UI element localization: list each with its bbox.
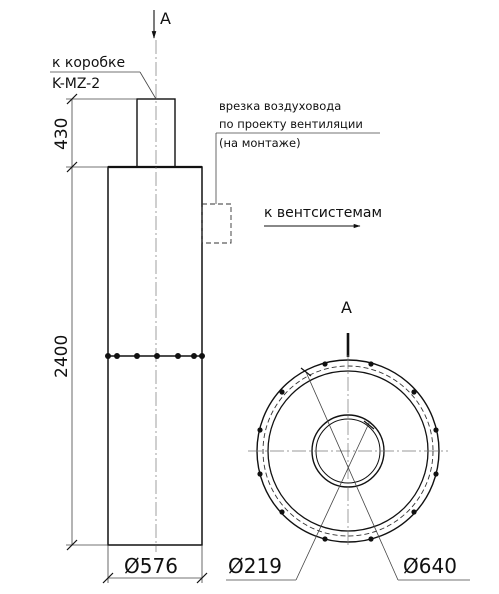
duct-note-line3: (на монтаже)	[219, 136, 301, 150]
view-a-label: A	[341, 298, 352, 317]
side-view: A к коробке K-MZ-2 врезка воздуховода по…	[50, 9, 382, 584]
ring-bolts	[257, 361, 439, 542]
bolt	[114, 353, 120, 359]
bolt	[368, 361, 374, 367]
to-box-line2: K-MZ-2	[52, 76, 100, 92]
section-marker-label: A	[160, 9, 171, 28]
duct-note-line1: врезка воздуховода	[219, 99, 341, 113]
dim-main-height: 2400	[52, 335, 72, 378]
bolt	[105, 353, 111, 359]
dim-diameter-inner: Ø219	[228, 554, 282, 578]
dim-640-leader	[305, 371, 399, 581]
bolt	[368, 536, 374, 542]
duct-note-line2: по проекту вентиляции	[219, 117, 363, 131]
bolt	[257, 427, 263, 433]
bolt	[411, 509, 417, 515]
bolt	[279, 509, 285, 515]
bolt	[433, 471, 439, 477]
bolt	[175, 353, 181, 359]
to-box-line1: к коробке	[52, 55, 125, 71]
bolt	[279, 389, 285, 395]
bolt	[433, 427, 439, 433]
bolt	[134, 353, 140, 359]
bolt-row	[105, 353, 205, 359]
bolt	[411, 389, 417, 395]
bolt	[191, 353, 197, 359]
vertical-dimensions: 430 2400	[52, 93, 137, 551]
dim-219-leader	[295, 420, 371, 581]
bolt	[322, 536, 328, 542]
bolt	[257, 471, 263, 477]
dim-diameter-outer: Ø640	[403, 554, 457, 578]
dim-diameter-main: Ø576	[124, 554, 178, 578]
view-a: A Ø219 Ø	[226, 298, 470, 581]
bolt	[322, 361, 328, 367]
dim-top-height: 430	[52, 118, 72, 150]
dim-576-group: Ø576	[102, 545, 208, 584]
bolt	[199, 353, 205, 359]
to-vent-label: к вентсистемам	[264, 205, 382, 221]
bolt	[154, 353, 160, 359]
duct-inlet-outline	[201, 203, 232, 244]
